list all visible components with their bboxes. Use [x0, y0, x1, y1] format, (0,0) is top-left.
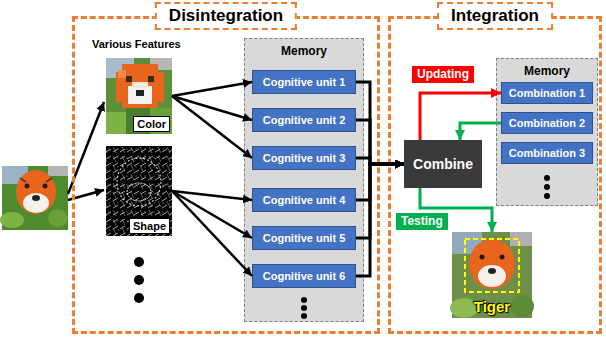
- connector-arrow: [356, 164, 404, 200]
- combination-label: Combination 2: [509, 117, 585, 130]
- ellipsis-dots: [301, 297, 307, 303]
- shape-feature-image: [106, 146, 172, 236]
- cognitive-unit-box: Cognitive unit 6: [252, 264, 356, 288]
- color-feature-image: [118, 70, 126, 78]
- ellipsis-dots: [544, 175, 550, 181]
- connector-arrow: [356, 120, 404, 164]
- region-box: IntegrationCombineMemoryCombination 1Com…: [388, 16, 602, 334]
- color-feature-image: [132, 82, 148, 88]
- cognitive-unit-box: Cognitive unit 3: [252, 146, 356, 170]
- connector-arrow: [420, 93, 501, 140]
- region-heading: Integration: [437, 2, 553, 30]
- region-box: DisintegrationColorShapeMemoryCognitive …: [72, 16, 380, 334]
- ellipsis-dots: [301, 175, 550, 319]
- feature-label: Color: [133, 116, 170, 132]
- unit-label: Cognitive unit 3: [263, 152, 346, 165]
- input-photo: [25, 184, 30, 189]
- input-photo: [20, 178, 52, 182]
- shape-feature-image: [117, 158, 161, 206]
- combination-label: Combination 1: [509, 87, 585, 100]
- connector-arrow: [460, 123, 501, 140]
- connector-arrow: [172, 96, 252, 158]
- combination-label: Combination 3: [509, 147, 585, 160]
- cognitive-unit-box: Cognitive unit 4: [252, 188, 356, 212]
- shape-feature-image: [106, 146, 172, 236]
- unit-label: Cognitive unit 6: [263, 270, 346, 283]
- color-feature-image: [106, 112, 126, 134]
- input-photo: [0, 212, 24, 228]
- combination-box: Combination 2: [501, 112, 593, 134]
- unit-label: Cognitive unit 1: [263, 76, 346, 89]
- ellipsis-dots: [134, 293, 144, 303]
- process-label: Combine: [413, 156, 473, 172]
- output-photo: [450, 232, 534, 318]
- connector-arrow: [172, 82, 252, 96]
- connector-arrow: [172, 191, 252, 276]
- connector-arrow: [356, 82, 404, 164]
- ellipsis-dots: [544, 184, 550, 190]
- unit-label: Cognitive unit 4: [263, 194, 346, 207]
- combination-box: Combination 3: [501, 142, 593, 164]
- shape-feature-image: [127, 183, 151, 201]
- ellipsis-dots: [301, 305, 307, 311]
- output-photo: [488, 268, 496, 274]
- connector-group: [172, 82, 501, 276]
- ellipsis-dots: [544, 193, 550, 199]
- section-label: Various Features: [92, 38, 181, 51]
- cognitive-unit-box: Cognitive unit 1: [252, 70, 356, 94]
- color-feature-image: [148, 76, 154, 82]
- region-heading: Disintegration: [155, 2, 297, 30]
- unit-label: Cognitive unit 5: [263, 232, 346, 245]
- unit-label: Cognitive unit 2: [263, 114, 346, 127]
- connector-arrow: [172, 96, 252, 120]
- color-feature-image: [128, 86, 152, 104]
- color-feature-image: [126, 76, 132, 82]
- input-photo: [32, 195, 40, 201]
- ellipsis-dots: [301, 313, 307, 319]
- output-image: Tiger: [452, 232, 532, 318]
- output-photo: [500, 255, 505, 260]
- feature-label: Shape: [129, 218, 170, 234]
- input-photo: [48, 209, 68, 227]
- memory-panel: MemoryCombination 1 Combination 2 Combinat…: [496, 58, 598, 206]
- combine-box: Combine: [404, 140, 482, 188]
- output-photo: [510, 295, 534, 317]
- combination-box: Combination 1: [501, 82, 593, 104]
- panel-heading: Memory: [497, 64, 597, 78]
- panel-heading: Memory: [245, 44, 363, 58]
- input-photo: [16, 170, 56, 214]
- input-photo: [0, 166, 68, 230]
- edge-label: Updating: [412, 66, 474, 83]
- cognitive-unit-box: Cognitive unit 2: [252, 108, 356, 132]
- output-photo: [480, 255, 485, 260]
- ellipsis-dots: [134, 275, 144, 285]
- ellipsis-dots: [134, 257, 144, 267]
- feature-image: Shape: [106, 146, 172, 236]
- class-label: Tiger: [452, 298, 532, 315]
- input-photo: [43, 184, 48, 189]
- output-photo: [465, 239, 519, 292]
- memory-panel: MemoryCognitive unit 1 Cognitive unit 2 Co…: [244, 38, 364, 322]
- input-photo: [48, 166, 68, 176]
- edge-label: Testing: [396, 213, 448, 230]
- feature-image: Color: [106, 58, 172, 134]
- output-photo: [469, 239, 515, 289]
- ellipsis-dots: [134, 257, 144, 303]
- shape-feature-image: [106, 146, 172, 236]
- cognitive-unit-box: Cognitive unit 5: [252, 226, 356, 250]
- input-photo: [23, 193, 49, 213]
- color-feature-image: [106, 58, 172, 134]
- connector-arrow: [172, 191, 252, 238]
- color-feature-image: [106, 58, 172, 134]
- output-photo: [478, 265, 506, 287]
- shape-feature-image: [106, 146, 172, 236]
- color-feature-image: [136, 90, 144, 96]
